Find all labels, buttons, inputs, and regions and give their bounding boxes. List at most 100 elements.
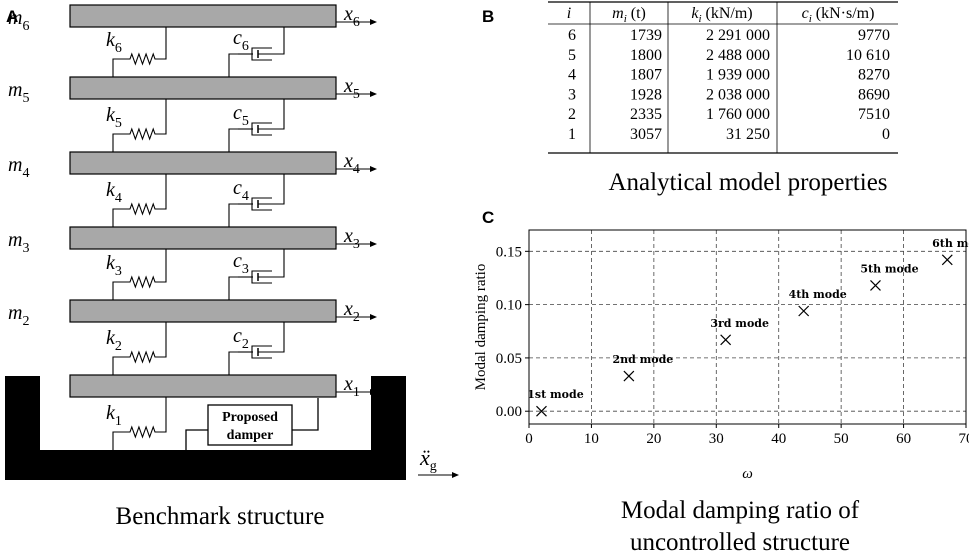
data-point-marker (536, 405, 547, 417)
dashpot-symbol (238, 47, 278, 61)
panel-letter-a: A (6, 7, 18, 26)
x-tick-label: 10 (584, 431, 599, 447)
floor-mass-bar (69, 151, 337, 175)
panel-letter-b: B (482, 7, 494, 26)
table-cell: 1 760 000 (706, 106, 770, 123)
floor-mass-bar (69, 226, 337, 250)
damper-label: c5 (233, 102, 249, 129)
spring-zigzag (125, 127, 160, 141)
proposed-damper-box (207, 404, 293, 446)
dashpot-symbol (238, 270, 278, 284)
x-tick-label: 60 (896, 431, 911, 447)
mode-label: 2nd mode (612, 353, 673, 366)
table-cell: 1 939 000 (706, 67, 770, 84)
spring-zigzag (125, 202, 160, 216)
y-tick-label: 0.15 (496, 244, 522, 260)
proposed-damper: Proposed damper (185, 398, 319, 450)
data-point-marker (870, 280, 881, 291)
table-cell: 7510 (858, 106, 890, 123)
mode-label: 1st mode (527, 388, 583, 401)
benchmark-caption: Benchmark structure (116, 503, 325, 530)
ground-acceleration: ẍg (418, 445, 459, 478)
dashpot-symbol (238, 122, 278, 136)
floor-mass-bar (69, 76, 337, 100)
floor-5: m5x5k5c5 (8, 75, 377, 152)
displacement-label: x4 (343, 150, 360, 177)
damper-label: c3 (233, 250, 249, 277)
table-row: 3 1928 2 038 000 8690 (568, 86, 890, 103)
x-axis-label: ω (742, 466, 753, 482)
spring-zigzag (125, 52, 160, 66)
panel-letter-c: C (482, 208, 494, 227)
spring-element (112, 249, 167, 300)
floor-4: m4x4k4c4 (8, 150, 377, 227)
table-cell: 2 488 000 (706, 47, 770, 64)
floor-stack: m6x6k6c6m5x5k5c5m4x4k4c4m3x3k3c3m2x2k2c2… (8, 3, 377, 450)
damper-label: c2 (233, 325, 249, 352)
table-cell: 2 (568, 106, 576, 123)
table-header-cell: ci (kN·s/m) (802, 5, 875, 25)
table-header-cell: i (567, 5, 571, 22)
spring-element (112, 27, 167, 77)
ground-accel-symbol: ẍg (419, 445, 437, 474)
table-cell: 1739 (630, 27, 662, 44)
spring-label: k1 (106, 402, 122, 429)
table-cell: 1807 (630, 67, 662, 84)
damper-element (228, 27, 285, 77)
spring-element (112, 397, 167, 450)
table-cell: 3057 (630, 126, 662, 143)
table-row: 2 2335 1 760 000 7510 (568, 106, 890, 123)
floor-3: m3 x3 k3 c3 (8, 225, 377, 300)
table-cell: 31 250 (726, 126, 770, 143)
x-tick-label: 70 (959, 431, 969, 447)
floor-2: m2x2k2c2 (8, 298, 377, 375)
mode-label: 5th mode (860, 262, 918, 275)
spring-label: k2 (106, 327, 122, 354)
damper-element (228, 99, 285, 152)
proposed-damper-label-2: damper (227, 428, 274, 443)
data-point-marker (623, 370, 635, 382)
table-cell: 1 (568, 126, 576, 143)
floor-mass-bar (69, 299, 337, 323)
chart-caption-line-2: uncontrolled structure (630, 529, 850, 556)
dashpot-symbol (238, 197, 278, 211)
x-tick-label: 50 (834, 431, 849, 447)
table-cell: 9770 (858, 27, 890, 44)
x-tick-label: 30 (709, 431, 724, 447)
spring-label: k3 (106, 252, 122, 279)
y-axis-label: Modal damping ratio (473, 264, 489, 391)
table-cell: 8270 (858, 67, 890, 84)
data-point-marker (720, 334, 732, 346)
y-tick-label: 0.10 (496, 298, 522, 314)
table-header-cell: ki (kN/m) (691, 5, 752, 25)
table-cell: 1928 (630, 86, 662, 103)
table-cell: 3 (568, 86, 576, 103)
y-tick-label: 0.05 (496, 351, 522, 367)
displacement-label: x3 (343, 225, 360, 252)
floor-1: m1x1k1 (8, 373, 377, 450)
table-cell: 8690 (858, 86, 890, 103)
table-cell: 2 038 000 (706, 86, 770, 103)
spring-zigzag (125, 350, 160, 364)
table-cell: 2335 (630, 106, 662, 123)
displacement-label: x2 (343, 298, 360, 325)
damper-label: c6 (233, 27, 249, 54)
displacement-label: x5 (343, 75, 360, 102)
mode-label: 3rd mode (710, 317, 769, 330)
table-caption: Analytical model properties (608, 169, 887, 196)
mass-label: m3 (8, 229, 29, 256)
spring-label: k4 (106, 179, 122, 206)
spring-element (112, 174, 167, 227)
damping-ratio-chart-panel: C 0102030405060700.000.050.100.15ωModal … (473, 208, 969, 556)
displacement-label: x6 (343, 3, 360, 30)
table-cell: 4 (568, 67, 576, 84)
data-point-marker (941, 254, 953, 266)
chart-caption-line-1: Modal damping ratio of (621, 497, 860, 524)
table-cell: 6 (568, 27, 576, 44)
benchmark-structure-panel: A m6x6k6c6m5x5k5c5m4x4k4c4m3x3k3c3m2x2k2… (5, 3, 459, 530)
